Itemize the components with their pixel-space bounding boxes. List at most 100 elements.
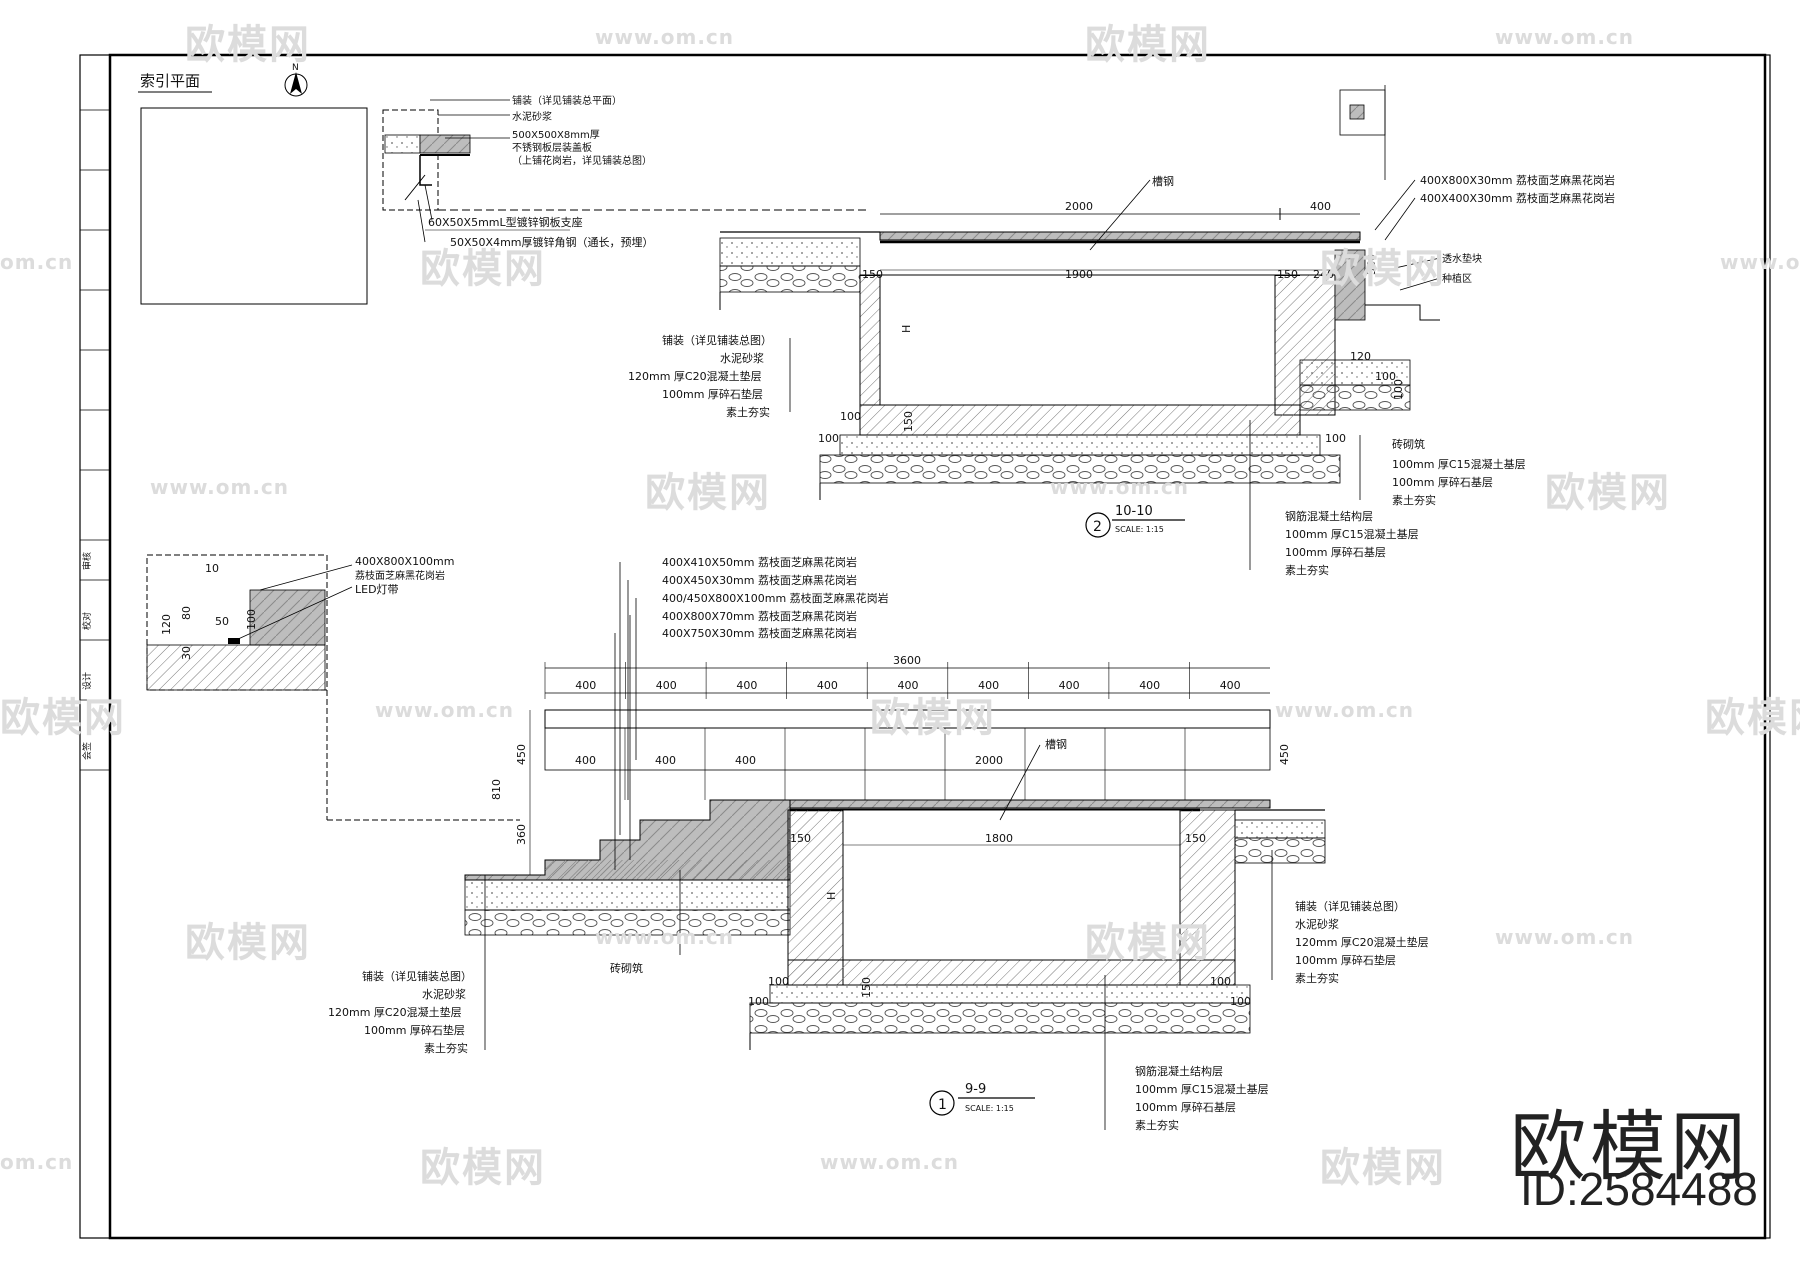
watermark-logo: 欧模网 bbox=[0, 695, 126, 741]
module-dim-400: 400 bbox=[817, 679, 838, 692]
dim-450-left: 450 bbox=[515, 744, 528, 765]
note-9-left-1: 铺装（详见铺装总图） bbox=[362, 969, 472, 983]
watermark-logo: 欧模网 bbox=[420, 246, 546, 292]
note-9-right-1: 铺装（详见铺装总图） bbox=[1295, 899, 1405, 913]
dim-1800: 1800 bbox=[985, 832, 1013, 845]
watermark-url: www.om.cn bbox=[1495, 25, 1635, 49]
dim-3600: 3600 bbox=[893, 654, 921, 667]
dim-120: 120 bbox=[1350, 350, 1371, 363]
watermark-logo: 欧模网 bbox=[185, 22, 311, 68]
detail-top-note-4: 不锈钢板层装盖板 bbox=[512, 141, 592, 154]
dim-100-9-d: 100 bbox=[1230, 995, 1251, 1008]
dim-400: 400 bbox=[1310, 200, 1331, 213]
dim-150-9-left: 150 bbox=[790, 832, 811, 845]
section-10-scale: SCALE: 1:15 bbox=[1115, 525, 1164, 534]
watermark-url: www.om.cn bbox=[820, 1150, 960, 1174]
module-dim-400: 400 bbox=[1059, 679, 1080, 692]
module-dim-400: 400 bbox=[1220, 679, 1241, 692]
dim-100-d: 100 bbox=[1325, 432, 1346, 445]
dim-100-9-a: 100 bbox=[768, 975, 789, 988]
note-9-top-5: 400X750X30mm 荔枝面芝麻黑花岗岩 bbox=[662, 626, 857, 640]
section-9-number: 1 bbox=[938, 1097, 947, 1113]
note-9-left-4: 100mm 厚碎石垫层 bbox=[364, 1023, 465, 1037]
watermark-logo: 欧模网 bbox=[870, 695, 996, 741]
title-block-line-2: 设计 bbox=[81, 672, 93, 690]
dim-100-b: 100 bbox=[840, 410, 861, 423]
section-10-number: 2 bbox=[1093, 519, 1102, 535]
detail-top-note-5: （上铺花岗岩，详见铺装总图） bbox=[512, 154, 652, 167]
note-9-bottom-4: 素土夯实 bbox=[1135, 1118, 1179, 1132]
note-9-left-5: 素土夯实 bbox=[424, 1041, 468, 1055]
watermark-url: www.om.cn bbox=[375, 698, 515, 722]
section-10-10: 2000 400 1900 150 150 240 360 120 100 10… bbox=[628, 85, 1615, 577]
watermark-url: www.om.cn bbox=[1050, 475, 1190, 499]
dim-400-row2-2: 400 bbox=[655, 754, 676, 767]
note-9-bottom-2: 100mm 厚C15混凝土基层 bbox=[1135, 1082, 1269, 1096]
led-dim-100: 100 bbox=[245, 609, 258, 630]
note-10-right-4: 素土夯实 bbox=[1392, 493, 1436, 507]
led-note-1: 400X800X100mm bbox=[355, 555, 455, 568]
note-9-left-2: 水泥砂浆 bbox=[422, 987, 466, 1001]
note-10-bottom-1: 钢筋混凝土结构层 bbox=[1285, 509, 1373, 523]
watermark-logo: 欧模网 bbox=[185, 920, 311, 966]
note-10-right-2: 100mm 厚C15混凝土基层 bbox=[1392, 457, 1526, 471]
detail-top-note-7: 50X50X4mm厚镀锌角钢（通长，预埋） bbox=[450, 235, 654, 249]
note-9-top-4: 400X800X70mm 荔枝面芝麻黑花岗岩 bbox=[662, 609, 857, 623]
dim-150-9-right: 150 bbox=[1185, 832, 1206, 845]
index-plan: 索引平面 N bbox=[138, 63, 368, 305]
index-plan-title: 索引平面 bbox=[140, 72, 200, 90]
title-block-line-4: 审核 bbox=[81, 552, 93, 570]
led-dim-30: 30 bbox=[180, 646, 193, 660]
dim-h-9: H bbox=[825, 892, 838, 900]
watermark-logo: 欧模网 bbox=[1320, 246, 1446, 292]
detail-top-note-2: 水泥砂浆 bbox=[512, 110, 552, 123]
detail-top-note-3: 500X500X8mm厚 bbox=[512, 129, 600, 141]
detail-led: 400X800X100mm 荔枝面芝麻黑花岗岩 LED灯带 10 120 80 … bbox=[146, 554, 520, 821]
section-tag-10-10: 2 10-10 SCALE: 1:15 bbox=[1085, 504, 1185, 538]
watermark-url: www.om.cn bbox=[595, 25, 735, 49]
dim-360: 360 bbox=[1365, 254, 1378, 275]
dim-150-9-bottom: 150 bbox=[860, 977, 873, 998]
dim-2000-9: 2000 bbox=[975, 754, 1003, 767]
dim-150-bottom: 150 bbox=[902, 411, 915, 432]
dim-100-c: 100 bbox=[818, 432, 839, 445]
note-9-left-3: 120mm 厚C20混凝土垫层 bbox=[328, 1005, 462, 1019]
label-steel-9: 槽钢 bbox=[1045, 738, 1067, 751]
module-dim-400: 400 bbox=[575, 679, 596, 692]
title-block-strip bbox=[80, 109, 110, 771]
dim-2000: 2000 bbox=[1065, 200, 1093, 213]
note-10-right-top-1: 400X800X30mm 荔枝面芝麻黑花岗岩 bbox=[1420, 173, 1615, 187]
watermark-logo: 欧模网 bbox=[1085, 920, 1211, 966]
dim-450-right: 450 bbox=[1278, 744, 1291, 765]
dim-400-row2-1: 400 bbox=[575, 754, 596, 767]
section-tag-9-9: 1 9-9 SCALE: 1:15 bbox=[929, 1082, 1035, 1116]
dim-100-e: 100 bbox=[1392, 379, 1405, 400]
section-9-title: 9-9 bbox=[965, 1082, 986, 1097]
dim-100-a: 100 bbox=[1375, 370, 1396, 383]
note-10-right-1: 砖砌筑 bbox=[1392, 437, 1425, 451]
watermark-url: www.om.cn bbox=[150, 475, 290, 499]
brand-id: ID:2584488 bbox=[1520, 1163, 1758, 1215]
detail-top-note-1: 铺装（详见铺装总平面） bbox=[512, 94, 622, 107]
watermark-logo: 欧模网 bbox=[1085, 22, 1211, 68]
watermark-url: www.om.cn bbox=[1275, 698, 1415, 722]
dim-150-right: 150 bbox=[1277, 268, 1298, 281]
led-dim-10: 10 bbox=[205, 562, 219, 575]
note-9-right-2: 水泥砂浆 bbox=[1295, 917, 1339, 931]
led-dim-120: 120 bbox=[160, 614, 173, 635]
led-note-2: 荔枝面芝麻黑花岗岩 bbox=[355, 569, 445, 582]
watermark-logo: 欧模网 bbox=[420, 1145, 546, 1191]
note-9-top-1: 400X410X50mm 荔枝面芝麻黑花岗岩 bbox=[662, 555, 857, 569]
note-9-right-5: 素土夯实 bbox=[1295, 971, 1339, 985]
dim-400-row2-3: 400 bbox=[735, 754, 756, 767]
module-dim-400: 400 bbox=[1139, 679, 1160, 692]
title-block-line-3: 校对 bbox=[81, 612, 93, 630]
watermark-logo: 欧模网 bbox=[1705, 695, 1800, 741]
note-9-top-2: 400X450X30mm 荔枝面芝麻黑花岗岩 bbox=[662, 573, 857, 587]
section-9-scale: SCALE: 1:15 bbox=[965, 1104, 1014, 1113]
note-9-top-3: 400/450X800X100mm 荔枝面芝麻黑花岗岩 bbox=[662, 591, 889, 605]
north-arrow-icon: N bbox=[284, 63, 308, 97]
note-9-right-3: 120mm 厚C20混凝土垫层 bbox=[1295, 935, 1429, 949]
note-10-left-4: 100mm 厚碎石垫层 bbox=[662, 387, 763, 401]
